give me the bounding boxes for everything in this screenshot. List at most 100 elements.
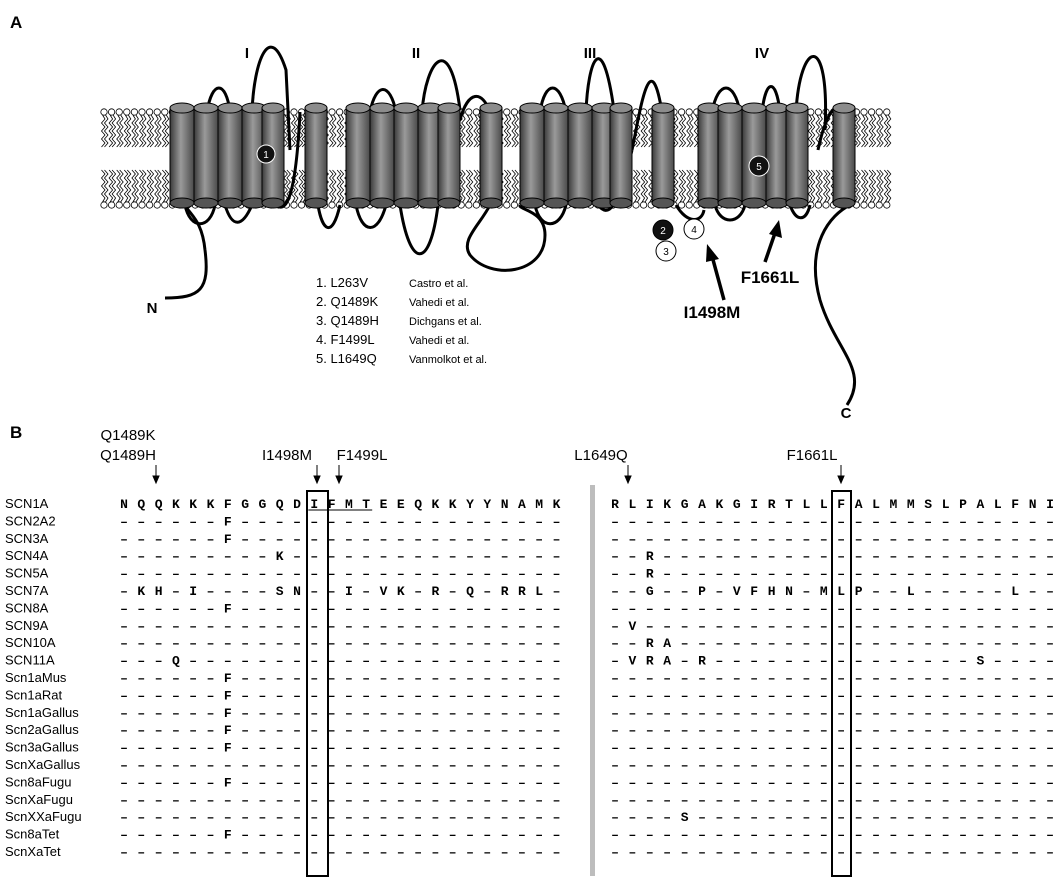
residue-right: – bbox=[837, 514, 845, 529]
residue-right: – bbox=[994, 810, 1002, 825]
species-name: SCN3A bbox=[5, 531, 49, 546]
residue-right: – bbox=[1046, 514, 1054, 529]
residue-left: – bbox=[535, 688, 543, 703]
residue-left: – bbox=[449, 723, 457, 738]
residue-left: F bbox=[224, 497, 232, 512]
residue-left: – bbox=[501, 688, 509, 703]
panel-a: A bbox=[10, 13, 891, 422]
residue-left: – bbox=[137, 741, 145, 756]
residue-left: – bbox=[120, 514, 128, 529]
residue-left: – bbox=[189, 793, 197, 808]
residue-right: – bbox=[785, 845, 793, 860]
residue-left: – bbox=[483, 584, 491, 599]
residue-right: – bbox=[715, 671, 723, 686]
residue-left: K bbox=[207, 497, 215, 512]
residue-left: F bbox=[224, 775, 232, 790]
residue-left: – bbox=[431, 793, 439, 808]
residue-left: – bbox=[501, 793, 509, 808]
svg-text:5: 5 bbox=[756, 162, 762, 173]
residue-left: – bbox=[137, 723, 145, 738]
residue-left: – bbox=[155, 601, 163, 616]
residue-right: – bbox=[889, 793, 897, 808]
residue-left: – bbox=[120, 567, 128, 582]
residue-left: – bbox=[345, 567, 353, 582]
residue-right: R bbox=[698, 654, 706, 669]
residue-right: M bbox=[889, 497, 897, 512]
residue-right: – bbox=[942, 532, 950, 547]
residue-right: – bbox=[681, 654, 689, 669]
residue-left: – bbox=[501, 810, 509, 825]
residue-left: – bbox=[414, 775, 422, 790]
residue-left: – bbox=[397, 549, 405, 564]
residue-left: – bbox=[172, 514, 180, 529]
residue-right: – bbox=[976, 584, 984, 599]
residue-right: – bbox=[1011, 775, 1019, 790]
residue-right: – bbox=[1029, 775, 1037, 790]
residue-right: – bbox=[1011, 828, 1019, 843]
residue-right: – bbox=[872, 601, 880, 616]
residue-left: – bbox=[310, 654, 318, 669]
residue-left: – bbox=[362, 514, 370, 529]
helix-14 bbox=[544, 103, 568, 208]
residue-left: – bbox=[189, 619, 197, 634]
residue-right: – bbox=[924, 810, 932, 825]
residue-right: – bbox=[733, 723, 741, 738]
residue-right: – bbox=[1046, 619, 1054, 634]
residue-left: – bbox=[120, 671, 128, 686]
residue-right: – bbox=[698, 567, 706, 582]
residue-right: – bbox=[628, 723, 636, 738]
domain-label-iii: III bbox=[584, 45, 597, 62]
alignment-row: SCN10A––––––––––––––––––––––––––––RA––––… bbox=[5, 635, 1054, 651]
residue-right: – bbox=[1029, 845, 1037, 860]
residue-right: – bbox=[750, 601, 758, 616]
residue-left: – bbox=[518, 549, 526, 564]
residue-right: G bbox=[733, 497, 741, 512]
residue-right: – bbox=[785, 706, 793, 721]
residue-right: – bbox=[802, 601, 810, 616]
residue-left: – bbox=[258, 671, 266, 686]
residue-right: – bbox=[750, 671, 758, 686]
residue-right: – bbox=[628, 845, 636, 860]
residue-left: – bbox=[120, 845, 128, 860]
residue-right: – bbox=[1046, 741, 1054, 756]
residue-left: – bbox=[431, 828, 439, 843]
residue-right: – bbox=[994, 758, 1002, 773]
residue-left: – bbox=[431, 845, 439, 860]
residue-left: – bbox=[380, 741, 388, 756]
residue-left: – bbox=[345, 723, 353, 738]
residue-right: – bbox=[976, 775, 984, 790]
residue-right: – bbox=[924, 584, 932, 599]
residue-right: – bbox=[907, 567, 915, 582]
residue-left: – bbox=[137, 654, 145, 669]
residue-left: – bbox=[431, 758, 439, 773]
residue-right: – bbox=[768, 845, 776, 860]
residue-right: – bbox=[942, 636, 950, 651]
residue-left: – bbox=[258, 775, 266, 790]
residue-left: – bbox=[466, 567, 474, 582]
residue-left: – bbox=[345, 654, 353, 669]
residue-left: – bbox=[483, 758, 491, 773]
residue-right: – bbox=[646, 723, 654, 738]
species-name: SCN10A bbox=[5, 635, 56, 650]
residue-left: – bbox=[258, 514, 266, 529]
residue-left: – bbox=[258, 723, 266, 738]
residue-left: – bbox=[535, 810, 543, 825]
alignment-row: ScnXXaFugu––––––––––––––––––––––––––––––… bbox=[5, 809, 1054, 825]
residue-right: – bbox=[611, 793, 619, 808]
residue-left: – bbox=[414, 549, 422, 564]
residue-right: – bbox=[959, 549, 967, 564]
residue-left: – bbox=[449, 810, 457, 825]
residue-left: – bbox=[553, 758, 561, 773]
residue-left: – bbox=[293, 706, 301, 721]
residue-right: – bbox=[715, 549, 723, 564]
legend-item-2: 2. Q1489K bbox=[316, 294, 378, 309]
residue-right: – bbox=[994, 567, 1002, 582]
residue-right: L bbox=[820, 497, 828, 512]
residue-right: – bbox=[820, 793, 828, 808]
residue-right: – bbox=[820, 775, 828, 790]
residue-left: – bbox=[172, 636, 180, 651]
helix-18 bbox=[652, 103, 674, 208]
residue-right: – bbox=[872, 775, 880, 790]
residue-left: – bbox=[501, 654, 509, 669]
residue-right: – bbox=[994, 532, 1002, 547]
